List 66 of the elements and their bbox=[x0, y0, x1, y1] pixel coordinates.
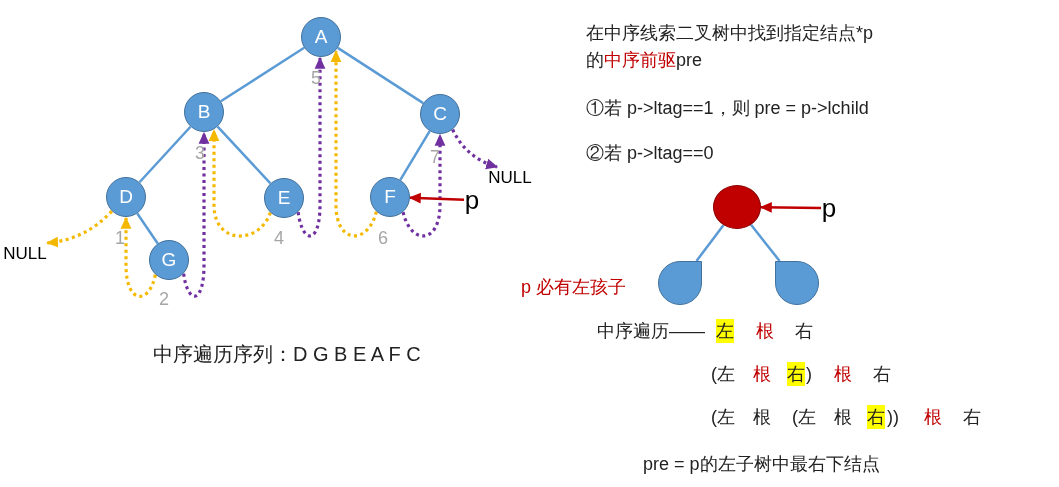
rule-text: ①若 p->ltag==1，则 pre = p->lchild bbox=[586, 97, 869, 120]
traversal-text: 中序遍历—— bbox=[597, 320, 705, 343]
order-word: 根 bbox=[753, 363, 771, 386]
node-circle bbox=[713, 185, 761, 229]
order-word: (左 bbox=[792, 406, 816, 429]
step-number: 6 bbox=[378, 227, 388, 250]
subtree-blob bbox=[775, 261, 819, 305]
order-word: )) bbox=[887, 406, 899, 429]
tree-node: G bbox=[149, 240, 189, 280]
branch-line bbox=[695, 224, 725, 262]
order-word: (左 bbox=[711, 406, 735, 429]
tree-node: D bbox=[106, 177, 146, 217]
step-number: 1 bbox=[115, 227, 125, 250]
tree-node: F bbox=[370, 177, 410, 217]
thread-arrow bbox=[46, 210, 113, 248]
description-text: pre bbox=[676, 49, 702, 72]
rule-text: ②若 p->ltag==0 bbox=[586, 142, 714, 165]
order-word: 右 bbox=[963, 406, 981, 429]
thread-arrow bbox=[330, 50, 378, 238]
order-word: 根 bbox=[924, 406, 942, 429]
branch-line bbox=[136, 212, 159, 245]
tree-node: E bbox=[264, 178, 304, 218]
emphasis-text: 中序前驱 bbox=[604, 49, 676, 72]
arrow bbox=[759, 202, 821, 213]
step-number: 2 bbox=[159, 288, 169, 311]
thread-arrow bbox=[296, 56, 326, 238]
step-number: 3 bbox=[195, 142, 205, 165]
null-label: NULL bbox=[488, 167, 532, 189]
tree-node: A bbox=[301, 17, 341, 57]
branch-line bbox=[399, 130, 431, 181]
branch-line bbox=[337, 46, 424, 105]
step-number: 5 bbox=[311, 67, 321, 90]
order-word: 右 bbox=[795, 320, 813, 343]
thread-arrow bbox=[208, 129, 272, 238]
pointer-label: p bbox=[464, 186, 480, 214]
pointer-label: p bbox=[821, 194, 837, 222]
step-number: 7 bbox=[430, 146, 440, 169]
order-word: 根 bbox=[756, 320, 774, 343]
note-text: p 必有左孩子 bbox=[521, 276, 626, 299]
order-word: 根 bbox=[753, 406, 771, 429]
thread-arrow bbox=[401, 133, 446, 238]
conclusion-text: pre = p的左子树中最右下结点 bbox=[643, 453, 880, 476]
thread-arrow bbox=[182, 131, 210, 298]
order-word: 右 bbox=[873, 363, 891, 386]
description-text: 的 bbox=[586, 49, 604, 72]
thread-arrow bbox=[120, 216, 157, 298]
thread-arrow bbox=[451, 128, 499, 169]
highlighted-word: 左 bbox=[716, 319, 734, 343]
order-word: 根 bbox=[834, 406, 852, 429]
null-label: NULL bbox=[2, 243, 48, 265]
step-number: 4 bbox=[274, 227, 284, 250]
subtree-blob bbox=[658, 261, 702, 305]
highlighted-word: 右 bbox=[867, 405, 885, 429]
order-word: ) bbox=[806, 363, 812, 386]
order-word: (左 bbox=[711, 363, 735, 386]
branch-line bbox=[216, 125, 272, 185]
tree-node: C bbox=[420, 94, 460, 134]
branch-line bbox=[750, 224, 781, 262]
description-text: 在中序线索二叉树中找到指定结点*p bbox=[586, 22, 873, 45]
highlighted-word: 右 bbox=[787, 362, 805, 386]
branch-line bbox=[138, 125, 192, 184]
branch-line bbox=[220, 46, 305, 103]
order-word: 根 bbox=[834, 363, 852, 386]
tree-node: B bbox=[184, 92, 224, 132]
arrow bbox=[408, 192, 465, 204]
sequence-text: 中序遍历序列：D G B E A F C bbox=[153, 342, 421, 366]
